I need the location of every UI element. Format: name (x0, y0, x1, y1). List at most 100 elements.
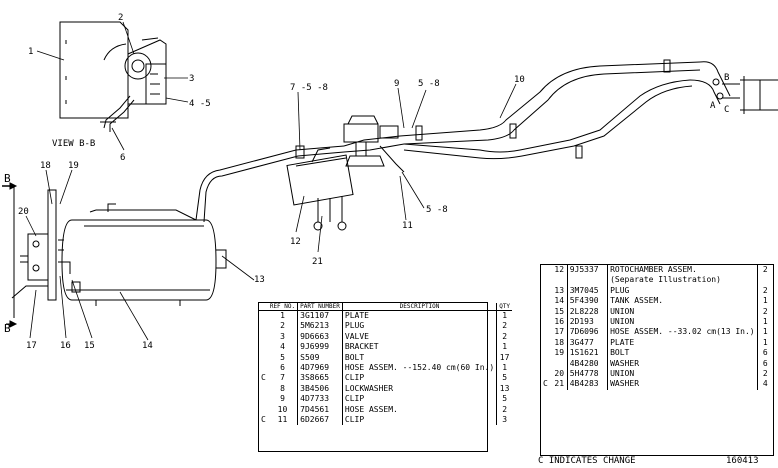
part-number: 3B4506 (297, 383, 343, 395)
description: PLATE (342, 310, 498, 322)
change-flag (259, 363, 268, 373)
quantity: 6 (762, 358, 768, 368)
quantity: 1 (762, 327, 768, 337)
callout-19: 19 (68, 161, 79, 171)
description: UNION (607, 306, 758, 318)
description: HOSE ASSEM. --33.02 cm(13 In.) (607, 327, 758, 338)
description: PLUG (607, 285, 758, 297)
part-number: 1S1621 (567, 348, 609, 359)
callout-5-8-top: 5 -8 (418, 79, 440, 89)
part-number: 3G1107 (297, 310, 343, 322)
callout-10: 10 (514, 75, 525, 85)
description: HOSE ASSEM. (342, 404, 498, 416)
part-number: 3S8665 (297, 373, 343, 384)
ref-no: 18 (551, 337, 568, 349)
quantity: 1 (502, 363, 508, 373)
callout-3: 3 (189, 74, 194, 84)
drawing-number: 160413 (726, 456, 759, 466)
col-qty-header: QTY (496, 303, 513, 311)
port-a-label: A (710, 101, 716, 111)
description: LOCKWASHER (342, 383, 498, 395)
col-desc-header: DESCRIPTION (342, 303, 498, 311)
ref-no: 20 (551, 369, 568, 380)
part-number: 5M6213 (297, 321, 343, 332)
description: PLUG (342, 321, 498, 332)
callout-12: 12 (290, 237, 301, 247)
tank-assembly (2, 182, 227, 328)
description: VALVE (342, 331, 498, 343)
quantity: 1 (762, 296, 768, 306)
change-flag: C (261, 415, 266, 425)
callout-16: 16 (60, 341, 71, 351)
change-indicator-note: C INDICATES CHANGE (538, 456, 636, 466)
change-flag (541, 369, 552, 379)
quantity: 2 (502, 404, 508, 414)
ref-no: 19 (551, 348, 568, 359)
valve-cluster (343, 115, 405, 173)
part-number: 9J6999 (297, 342, 343, 353)
callout-15: 15 (84, 341, 95, 351)
ref-no: 21 (551, 379, 568, 390)
description: PLATE (607, 337, 758, 349)
callout-7-5-8: 7 -5 -8 (290, 83, 328, 93)
rotochamber (286, 147, 354, 231)
ref-no: 14 (551, 296, 568, 307)
part-number: 4D7969 (297, 363, 343, 374)
change-flag: C (261, 373, 266, 383)
part-number: 6D2667 (297, 415, 343, 426)
ref-no: 12 (551, 265, 568, 276)
quantity: 1 (762, 337, 768, 347)
ref-no: 11 (267, 415, 299, 426)
view-b-b-assembly (59, 21, 167, 132)
change-flag (259, 353, 268, 363)
change-flag (541, 359, 552, 369)
callout-18: 18 (40, 161, 51, 171)
air-lines (195, 59, 778, 223)
ref-no: 2 (267, 321, 299, 332)
table-header: REF NO. PART NUMBER DESCRIPTION QTY (259, 303, 513, 311)
ref-no: 9 (267, 394, 299, 405)
quantity (757, 275, 773, 285)
part-number (567, 275, 609, 286)
ref-no: 1 (267, 310, 299, 322)
description: BOLT (342, 352, 498, 364)
change-flag (541, 275, 552, 285)
change-flag (541, 327, 552, 337)
change-flag (541, 286, 552, 296)
callout-leaders (25, 21, 517, 341)
ref-no: 17 (551, 327, 568, 338)
quantity: 13 (499, 383, 510, 393)
quantity: 2 (762, 265, 768, 274)
ref-no: 8 (267, 383, 299, 395)
description: WASHER (607, 358, 758, 370)
quantity: 2 (762, 369, 768, 379)
callout-21: 21 (312, 257, 323, 267)
change-flag (259, 311, 268, 322)
callout-2: 2 (118, 13, 123, 23)
callout-1: 1 (28, 47, 33, 57)
change-flag (259, 394, 268, 404)
ref-no: 15 (551, 306, 568, 318)
quantity: 1 (502, 311, 508, 320)
callout-17: 17 (26, 341, 37, 351)
part-number: 4B4283 (567, 379, 609, 390)
quantity: 2 (762, 285, 768, 295)
